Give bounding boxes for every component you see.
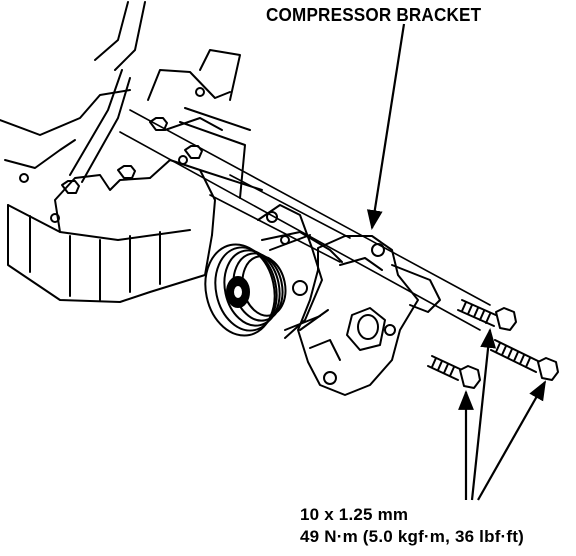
bracket-leader	[366, 23, 406, 230]
compressor-bracket	[297, 235, 441, 396]
leader-arrows	[366, 23, 546, 501]
bracket-bolt-lower	[427, 355, 481, 389]
bolt-size-label: 10 x 1.25 mm	[300, 505, 409, 524]
compressor-bracket-label: COMPRESSOR BRACKET	[266, 5, 482, 25]
engine-block	[0, 89, 263, 303]
torque-spec-label: 49 N·m (5.0 kgf·m, 36 lbf·ft)	[300, 527, 524, 546]
bracket-bolt-right	[490, 339, 559, 381]
bolt-leader-right	[477, 380, 546, 501]
bolt-leader-upper	[470, 328, 496, 501]
mount-rail-lines	[119, 109, 491, 331]
compressor-body	[257, 204, 343, 339]
engine-bolts	[19, 87, 205, 223]
compressor-pulley	[204, 234, 321, 337]
bracket-bolt-upper	[457, 299, 517, 331]
intake-hoses	[69, 1, 241, 183]
